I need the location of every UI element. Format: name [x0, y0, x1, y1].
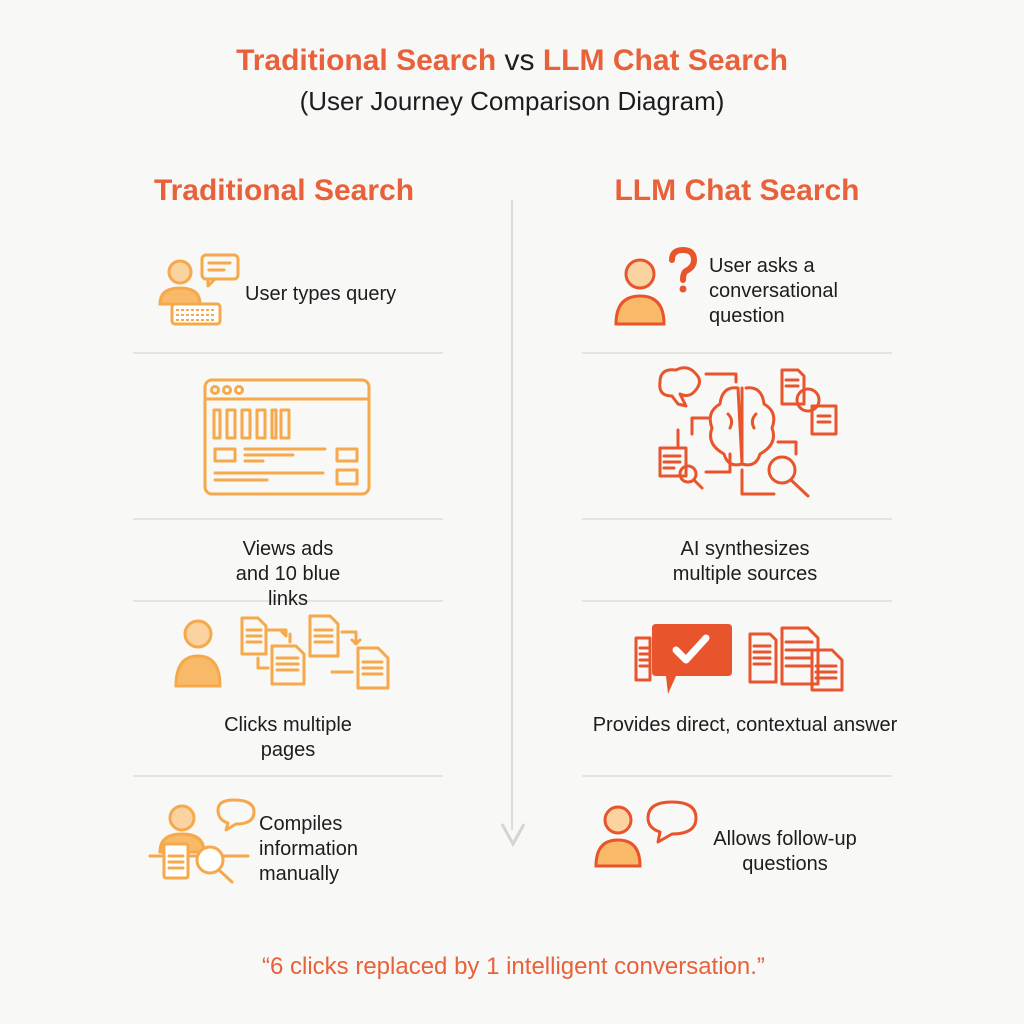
- title-right: LLM Chat Search: [542, 44, 788, 77]
- left-step-2-label: Views ads and 10 blue links: [235, 538, 341, 610]
- arrow-down-icon: [500, 823, 526, 848]
- right-step-2-label: AI synthesizes multiple sources: [672, 538, 818, 585]
- page-subtitle: (User Journey Comparison Diagram): [299, 86, 725, 116]
- right-step-1-label: User asks a conversational question: [709, 254, 859, 329]
- right-step-1-text: User asks a conversational question: [709, 255, 838, 327]
- left-step-3-label: Clicks multiple pages: [224, 714, 352, 761]
- divider: [133, 775, 443, 777]
- browser-results-icon: [203, 378, 371, 496]
- divider: [582, 600, 892, 602]
- user-documents-icon: [174, 614, 390, 690]
- user-question-icon: [614, 246, 698, 326]
- chat-check-documents-icon: [634, 624, 844, 694]
- right-step-3-label: Provides direct, contextual answer: [592, 714, 898, 736]
- left-column-heading: Traditional Search: [153, 174, 415, 207]
- divider: [582, 775, 892, 777]
- right-column-heading: LLM Chat Search: [614, 174, 860, 207]
- right-step-4-label: Allows follow-up questions: [713, 828, 857, 875]
- user-chat-icon: [594, 800, 698, 868]
- page-title: Traditional Search vs LLM Chat Search: [0, 44, 1024, 78]
- center-divider: [511, 200, 513, 830]
- title-vs: vs: [504, 44, 535, 77]
- divider: [133, 600, 443, 602]
- divider: [133, 352, 443, 354]
- title-left: Traditional Search: [236, 44, 497, 77]
- divider: [582, 352, 892, 354]
- brain-sources-icon: [658, 366, 838, 498]
- user-search-document-icon: [148, 798, 256, 884]
- summary-quote: “6 clicks replaced by 1 intelligent conv…: [262, 953, 765, 980]
- divider: [133, 518, 443, 520]
- left-step-1-label: User types query: [245, 283, 397, 305]
- left-step-4-label: Compiles information manually: [259, 813, 358, 885]
- divider: [582, 518, 892, 520]
- user-keyboard-icon: [158, 253, 240, 326]
